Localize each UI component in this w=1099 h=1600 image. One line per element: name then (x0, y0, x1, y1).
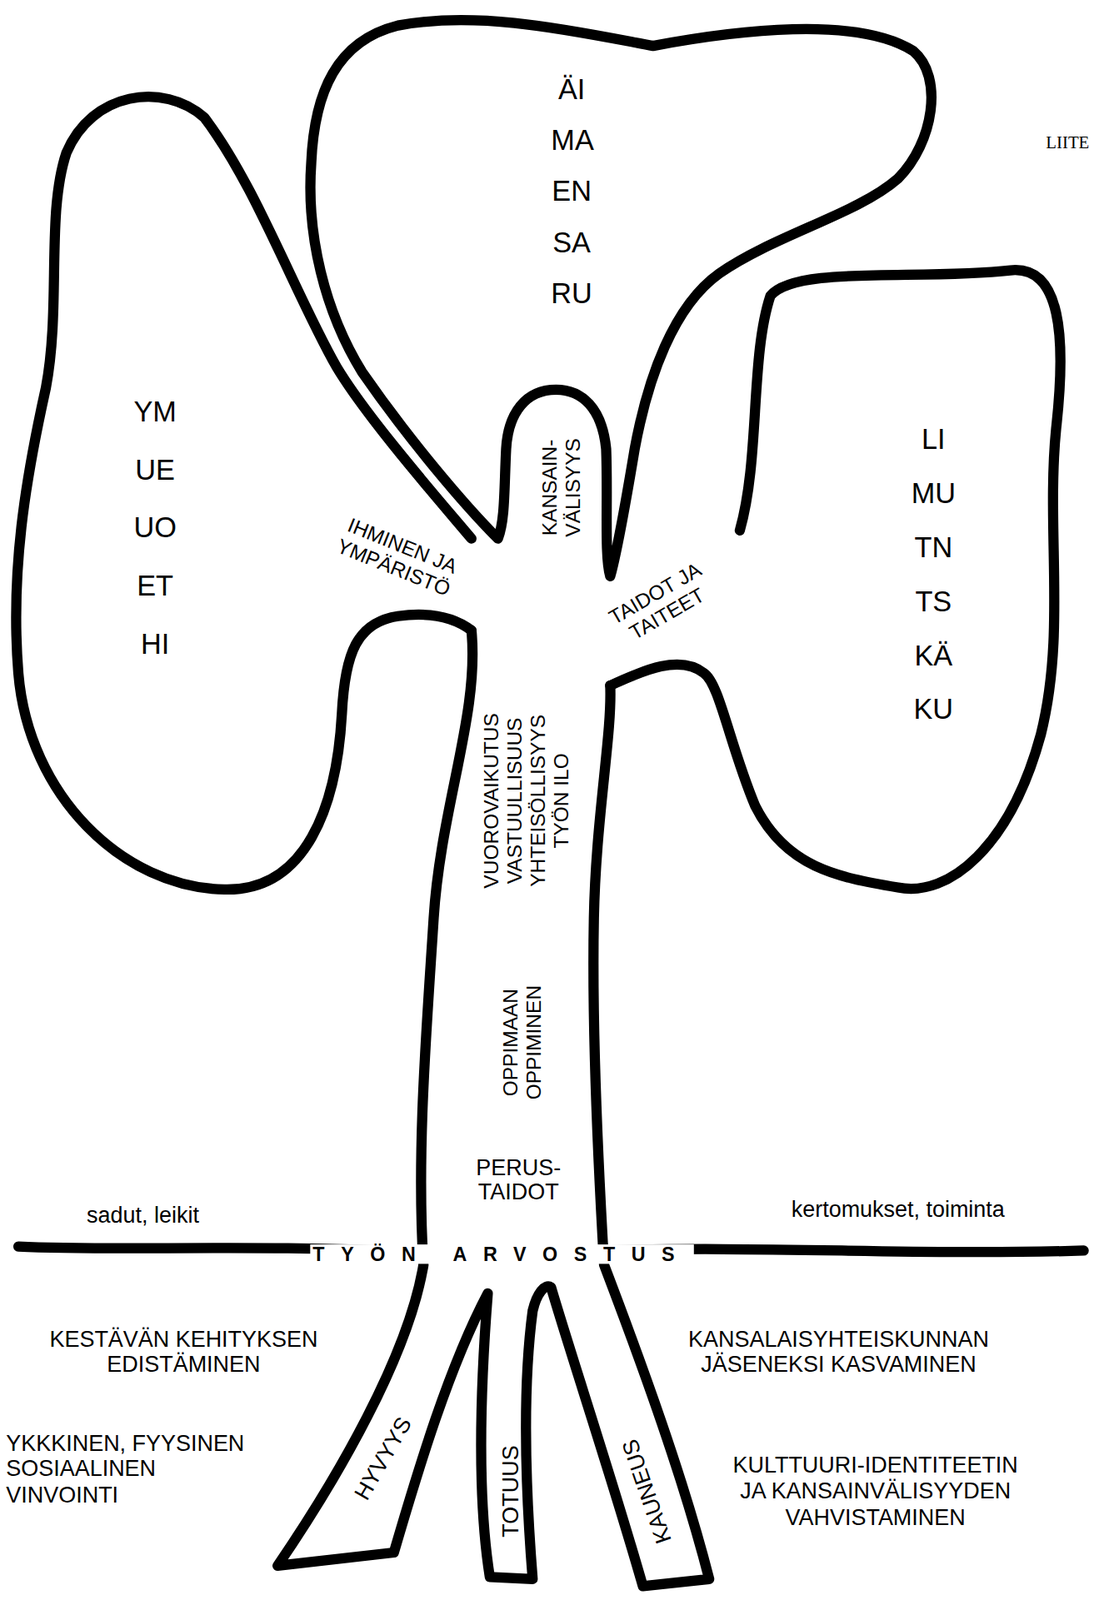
crown-blob: YM UE UO ET HI (4, 81, 490, 899)
crown-letters: ÄI MA EN SA RU (550, 64, 593, 320)
branch-label: TAIDOT JA TAITEET (592, 550, 731, 658)
root-label: TOTUUS (499, 1445, 523, 1538)
crown-blob-outline (4, 81, 490, 899)
outline-path (310, 19, 932, 577)
branch-label: KANSAIN- VÄLISYYS (537, 438, 585, 537)
side-note: sadut, leikit (86, 1202, 200, 1229)
crown-blob-outline (295, 4, 945, 597)
root-goal: KULTTUURI-IDENTITEETIN JA KANSAINVÄLISYY… (724, 1453, 1026, 1531)
trunk-label: OPPIMAAN OPPIMINEN (499, 985, 546, 1100)
trunk-label: VUOROVAIKUTUS VASTUULLISUUS YHTEISÖLLISY… (479, 704, 575, 897)
outline-path (15, 96, 471, 890)
root-goal: KESTÄVÄN KEHITYKSEN EDISTÄMINEN (37, 1325, 330, 1378)
crown-letters: YM UE UO ET HI (133, 382, 176, 674)
root-goal: KANSALAISYHTEISKUNNAN JÄSENEKSI KASVAMIN… (688, 1325, 990, 1378)
appendix-mark: LIITE (1045, 132, 1090, 153)
side-note: kertomukset, toiminta (791, 1196, 1005, 1223)
branch-label: IHMINEN JA YMPÄRISTÖ (318, 506, 478, 608)
crown-blob: ÄI MA EN SA RU (295, 4, 945, 597)
crown-letters: LI MU TN TS KÄ KU (911, 412, 956, 737)
tree-trunk: KANSAIN- VÄLISYYS IHMINEN JA YMPÄRISTÖ TAI… (259, 377, 781, 1598)
ground-label: TYÖN ARVOSTUS (309, 1244, 695, 1264)
trunk-label: PERUS- TAIDOT (475, 1156, 561, 1206)
root-goal: YKKKINEN, FYYSINEN SOSIAALINEN VINVOINTI (5, 1430, 260, 1509)
outline-path (277, 630, 710, 1588)
